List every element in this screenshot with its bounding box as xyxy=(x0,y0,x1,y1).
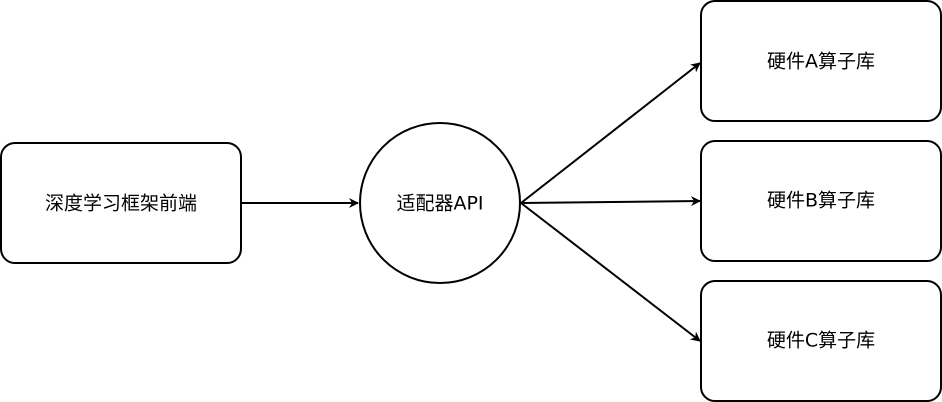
node-lib-a: 硬件A算子库 xyxy=(700,0,942,122)
edges xyxy=(241,62,701,342)
node-frontend: 深度学习框架前端 xyxy=(0,142,242,264)
node-lib-a-box xyxy=(700,0,942,122)
node-adapter-circle xyxy=(359,122,521,284)
node-lib-c: 硬件C算子库 xyxy=(700,280,942,402)
node-lib-a-label: 硬件A算子库 xyxy=(767,51,875,73)
edge-adapter-to-lib-b xyxy=(520,196,701,207)
node-adapter: 适配器API xyxy=(359,122,521,284)
node-adapter-label: 适配器API xyxy=(396,193,483,215)
node-frontend-label: 深度学习框架前端 xyxy=(45,193,197,215)
node-lib-b-box xyxy=(700,140,942,262)
node-lib-b: 硬件B算子库 xyxy=(700,140,942,262)
node-frontend-box xyxy=(0,142,242,264)
node-lib-c-box xyxy=(700,280,942,402)
edge-adapter-to-lib-c xyxy=(520,202,701,342)
node-lib-b-label: 硬件B算子库 xyxy=(767,190,875,212)
edge-adapter-to-lib-a xyxy=(520,62,701,204)
node-lib-c-label: 硬件C算子库 xyxy=(767,330,875,352)
